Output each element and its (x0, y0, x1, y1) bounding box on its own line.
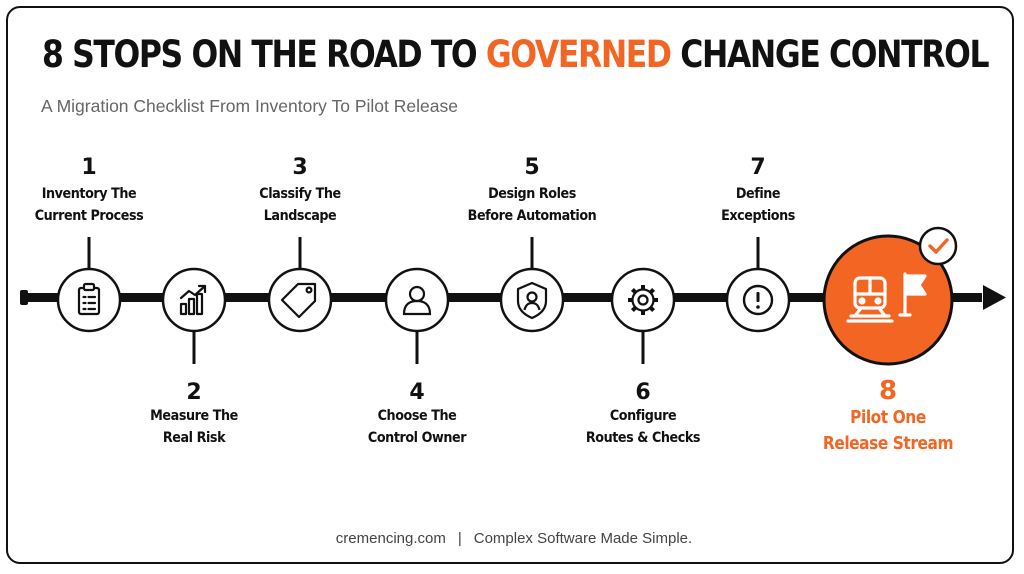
timeline-diagram (20, 226, 1006, 366)
timeline-arrowhead (983, 285, 1006, 310)
step-number-5: 5 (524, 155, 540, 180)
footer: cremencing.com | Complex Software Made Sim… (8, 529, 1012, 549)
checkmark-icon (918, 226, 958, 266)
title-lead: 8 STOPS ON THE ROAD TO (42, 33, 486, 76)
connector-3 (298, 237, 302, 269)
page-title: 8 STOPS ON THE ROAD TO GOVERNED CHANGE C… (42, 30, 989, 80)
clipboard-checklist-icon (77, 282, 101, 316)
shield-user-icon (516, 281, 548, 320)
step-number-7: 7 (750, 155, 766, 180)
connector-6 (641, 330, 645, 364)
step-number-1: 1 (81, 155, 97, 180)
step-label-8: Pilot One Release Stream (822, 408, 954, 454)
connector-7 (756, 237, 760, 269)
step-number-8: 8 (878, 376, 898, 406)
step-node-3 (267, 267, 333, 333)
step-node-2 (161, 267, 227, 333)
step-number-2: 2 (186, 380, 202, 405)
title-tail: CHANGE CONTROL (670, 33, 989, 76)
page-subtitle: A Migration Checklist From Inventory To … (41, 96, 458, 116)
person-icon (402, 285, 432, 316)
step-label-4: Choose The Control Owner (367, 408, 467, 446)
step-number-3: 3 (292, 155, 308, 180)
train-flag-icon (846, 272, 927, 323)
connector-4 (415, 330, 419, 364)
step-node-4 (384, 267, 450, 333)
footer-separator: | (457, 530, 462, 547)
timeline-start-cap (20, 290, 28, 305)
connector-2 (192, 330, 196, 364)
footer-tagline: Complex Software Made Simple. (473, 530, 693, 547)
step-node-6 (610, 267, 676, 333)
step-number-4: 4 (409, 380, 425, 405)
step-number-6: 6 (635, 380, 651, 405)
chart-trend-up-icon (179, 284, 207, 316)
step-node-7 (725, 267, 791, 333)
exclamation-icon (742, 284, 774, 316)
title-highlight: GOVERNED (485, 33, 672, 76)
infographic-frame: 8 STOPS ON THE ROAD TO GOVERNED CHANGE C… (6, 6, 1014, 564)
step-label-5: Design Roles Before Automation (467, 186, 597, 224)
step-label-2: Measure The Real Risk (150, 408, 238, 446)
step-label-1: Inventory The Current Process (34, 186, 144, 224)
step-node-8 (822, 226, 958, 366)
step-label-6: Configure Routes & Checks (585, 408, 701, 446)
tag-icon (280, 282, 317, 319)
connector-1 (87, 237, 91, 269)
footer-site: cremencing.com (335, 530, 446, 547)
step-node-1 (56, 267, 122, 333)
connector-5 (530, 237, 534, 269)
step-node-5 (499, 267, 565, 333)
step-label-7: Define Exceptions (721, 186, 795, 224)
gear-icon (628, 285, 658, 315)
step-label-3: Classify The Landscape (259, 186, 341, 224)
